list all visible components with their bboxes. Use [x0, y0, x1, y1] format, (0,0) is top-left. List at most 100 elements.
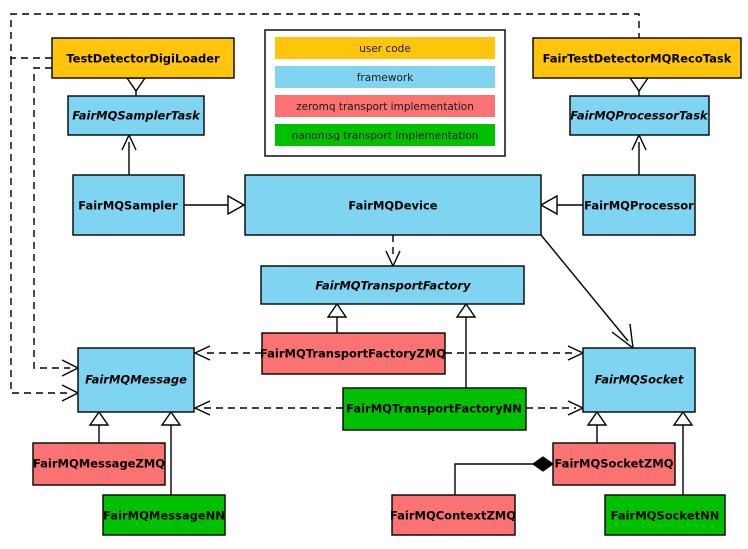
arrowhead-triangle: [125, 77, 147, 93]
node-label: TestDetectorDigiLoader: [66, 52, 220, 66]
edge-factoryzmq-to-message: [193, 345, 262, 361]
arrowhead-open: [611, 323, 634, 350]
edge-line: [454, 463, 533, 495]
node-label: FairMQSampler: [78, 199, 178, 213]
arrowhead-triangle: [672, 410, 694, 426]
node-label: FairTestDetectorMQRecoTask: [543, 52, 732, 66]
node-FairMQSocketNN[interactable]: FairMQSocketNN: [604, 494, 726, 536]
edge-samplertask-to-digiloader: [125, 77, 147, 96]
arrowhead-triangle: [628, 77, 650, 93]
edge-messagezmq-to-message: [88, 410, 110, 443]
legend-swatch-nanomsg: [275, 124, 495, 146]
node-FairMQTransportFactoryNN[interactable]: FairMQTransportFactoryNN: [342, 387, 527, 431]
node-box[interactable]: [532, 37, 742, 79]
edge-factorynn-to-message: [193, 400, 343, 416]
node-box[interactable]: [260, 265, 525, 305]
edge-socketzmq-to-socket: [586, 410, 608, 443]
node-box[interactable]: [102, 494, 226, 536]
arrowhead-triangle: [88, 410, 110, 426]
edge-factoryzmq-to-transportfactory: [326, 302, 348, 333]
node-box[interactable]: [32, 442, 166, 486]
node-FairMQSampler[interactable]: FairMQSampler: [72, 174, 185, 236]
legend-swatch-zeromq: [275, 95, 495, 117]
node-box[interactable]: [77, 347, 195, 413]
node-label: FairMQSamplerTask: [72, 109, 201, 123]
arrowhead-open: [193, 400, 211, 416]
arrowhead-triangle: [160, 410, 182, 426]
node-FairMQMessage[interactable]: FairMQMessage: [77, 347, 195, 413]
node-FairMQDevice[interactable]: FairMQDevice: [244, 174, 542, 236]
node-label: FairMQMessageZMQ: [33, 457, 165, 471]
node-FairMQSamplerTask[interactable]: FairMQSamplerTask: [67, 95, 205, 136]
node-FairMQProcessorTask[interactable]: FairMQProcessorTask: [569, 95, 710, 136]
node-TestDetectorDigiLoader[interactable]: TestDetectorDigiLoader: [51, 37, 235, 79]
node-FairMQTransportFactoryZMQ[interactable]: FairMQTransportFactoryZMQ: [260, 332, 446, 375]
node-box[interactable]: [391, 494, 516, 536]
node-label: FairMQTransportFactoryZMQ: [260, 347, 446, 361]
edge-device-to-socket: [540, 234, 634, 350]
node-box[interactable]: [67, 95, 205, 136]
node-FairMQTransportFactory[interactable]: FairMQTransportFactory: [260, 265, 525, 305]
arrowhead-triangle: [455, 302, 477, 318]
node-box[interactable]: [72, 174, 185, 236]
node-box[interactable]: [51, 37, 235, 79]
legend-item-zeromq: zeromq transport implementation: [275, 95, 495, 117]
node-FairMQContextZMQ[interactable]: FairMQContextZMQ: [390, 494, 516, 536]
node-box[interactable]: [261, 332, 446, 375]
arrowhead-triangle: [227, 194, 246, 216]
node-box[interactable]: [244, 174, 542, 236]
arrowhead-open: [193, 345, 211, 361]
node-box[interactable]: [582, 174, 696, 236]
legend-label-zeromq: zeromq transport implementation: [296, 101, 474, 113]
node-label: FairMQMessage: [85, 373, 187, 387]
legend: user code framework zeromq transport imp…: [264, 29, 506, 157]
legend-swatch-user-code: [275, 37, 495, 59]
node-label: FairMQTransportFactory: [315, 279, 471, 293]
legend-label-user-code: user code: [359, 43, 411, 55]
node-label: FairMQProcessor: [584, 199, 694, 213]
node-label: FairMQProcessorTask: [570, 109, 709, 123]
composition-diamond: [531, 456, 555, 472]
node-FairTestDetectorMQRecoTask[interactable]: FairTestDetectorMQRecoTask: [532, 37, 742, 79]
node-box[interactable]: [604, 494, 726, 536]
node-label: FairMQSocket: [595, 373, 684, 387]
node-FairMQSocketZMQ[interactable]: FairMQSocketZMQ: [552, 442, 676, 486]
legend-label-nanomsg: nanomsg transport implementation: [292, 130, 479, 142]
legend-item-user-code: user code: [275, 37, 495, 59]
node-label: FairMQSocketZMQ: [555, 457, 674, 471]
node-FairMQMessageNN[interactable]: FairMQMessageNN: [102, 494, 226, 536]
edge-processor-to-device: [539, 194, 583, 216]
arrowhead-triangle: [586, 410, 608, 426]
edge-socketzmq-composition-contextzmq: [454, 456, 555, 495]
legend-swatch-framework: [275, 66, 495, 88]
node-FairMQSocket[interactable]: FairMQSocket: [582, 347, 696, 413]
node-label: FairMQMessageNN: [103, 509, 225, 523]
legend-item-nanomsg: nanomsg transport implementation: [275, 124, 495, 146]
edge-sampler-to-samplertask: [121, 133, 137, 175]
node-label: FairMQContextZMQ: [390, 509, 516, 523]
node-label: FairMQDevice: [348, 199, 437, 213]
dashed-route-outer: [10, 13, 640, 59]
edge-factorynn-to-transportfactory: [455, 302, 477, 388]
node-box[interactable]: [552, 442, 676, 486]
node-label: FairMQTransportFactoryNN: [346, 402, 522, 416]
node-box[interactable]: [582, 347, 696, 413]
edge-sampler-to-device: [184, 194, 246, 216]
user-code-dependency-routing: [10, 13, 640, 402]
edge-factorynn-to-socket: [526, 400, 585, 416]
legend-label-framework: framework: [357, 72, 414, 84]
node-box[interactable]: [342, 387, 527, 431]
node-FairMQProcessor[interactable]: FairMQProcessor: [582, 174, 696, 236]
edge-line: [540, 234, 629, 342]
arrowhead-triangle: [326, 302, 348, 318]
edge-processortask-to-recotask: [628, 77, 650, 96]
edge-socketnn-to-socket: [672, 410, 694, 495]
node-box[interactable]: [569, 95, 710, 136]
arrowhead-triangle: [539, 194, 558, 216]
node-label: FairMQSocketNN: [611, 509, 720, 523]
legend-item-framework: framework: [275, 66, 495, 88]
edge-processor-to-processortask: [631, 133, 647, 175]
node-FairMQMessageZMQ[interactable]: FairMQMessageZMQ: [32, 442, 166, 486]
